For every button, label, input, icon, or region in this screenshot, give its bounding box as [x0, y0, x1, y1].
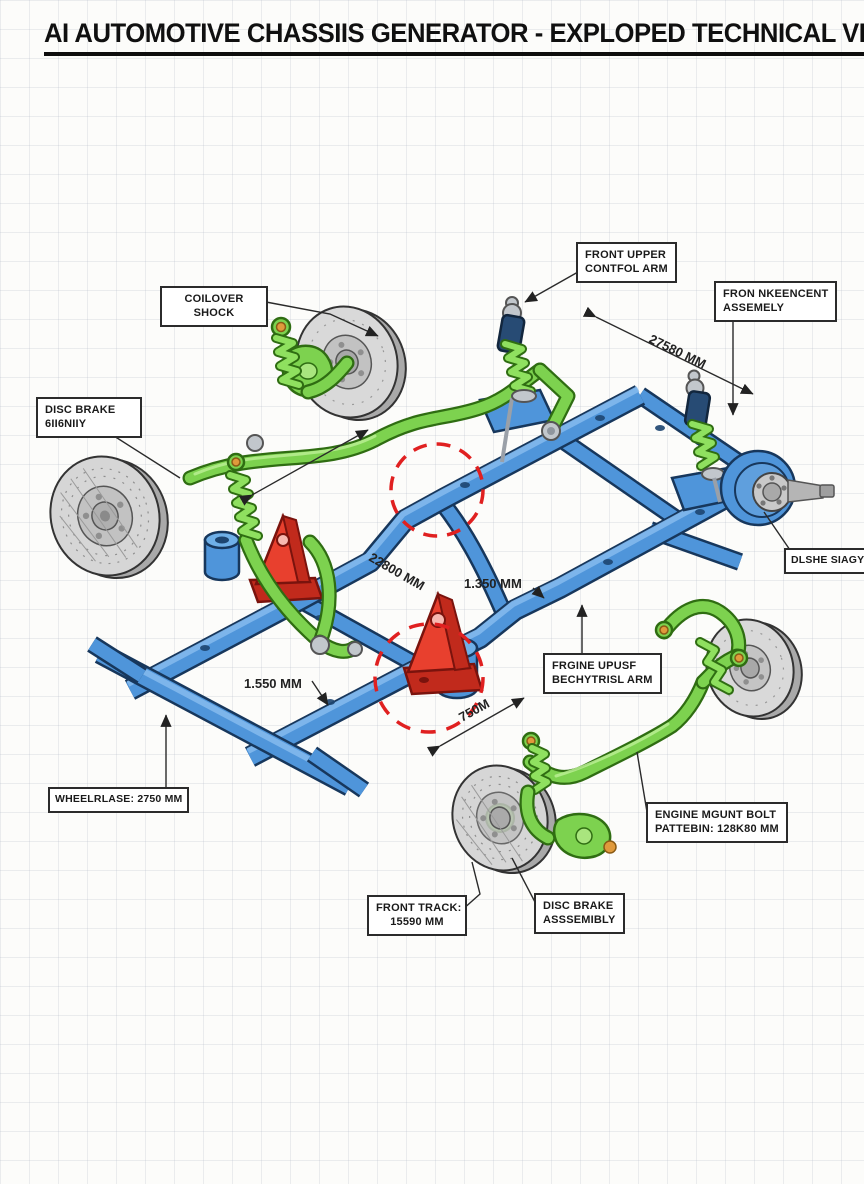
engine-mount-bracket-right	[402, 590, 484, 696]
leader-disc-bottom	[511, 857, 537, 905]
bushing-orange	[231, 457, 241, 467]
dim-arrow-left	[238, 429, 369, 506]
annotation-lines	[113, 271, 791, 911]
leader-front-track	[461, 861, 481, 911]
label-line: ENGINE MGUNT BOLT	[655, 809, 777, 821]
chassis-frame	[87, 385, 768, 798]
label-line: DISC BRAKE	[45, 404, 116, 416]
leader-diff	[763, 511, 791, 551]
bushing-orange	[275, 321, 287, 333]
frame-coilover-front	[496, 296, 537, 463]
label-line: PATTEBIN: 128K80 MM	[655, 823, 779, 836]
label-wheelbase: WHEELRLASE: 2750 MM	[48, 787, 190, 813]
label-line: CONTFOL ARM	[585, 263, 668, 276]
dim-arrow-mount	[426, 697, 525, 757]
label-line: DISC BRAKE	[543, 900, 614, 912]
crossmember-arched	[432, 494, 515, 622]
label-engine-mount-bolt: ENGINE MGUNT BOLT PATTEBIN: 128K80 MM	[646, 802, 788, 843]
bottom-right-suspension	[519, 599, 749, 860]
dim-arrow-rear	[582, 306, 754, 395]
frame-rail-left	[124, 385, 646, 700]
label-disc-brake-bottom: DISC BRAKE ASSSEMIBLY	[534, 893, 625, 934]
crossmember-front-mid	[295, 592, 427, 676]
label-line: BECHYTRISL ARM	[552, 674, 653, 687]
dimension-mount-span: 750M	[456, 696, 492, 725]
leader-cross-rear	[311, 680, 329, 706]
highlight-circle-upper	[389, 442, 485, 538]
leader-cross-front	[531, 585, 545, 599]
bushing-orange	[659, 625, 669, 635]
label-engine-upper-arm: FRGINE UPUSF BECHYTRISL ARM	[543, 653, 662, 694]
leader-disc-left	[113, 435, 181, 479]
label-coilover-shock: COILOVER SHOCK	[160, 286, 268, 327]
body-mount-cylinder-left	[203, 530, 241, 582]
label-disc-brake-left: DISC BRAKE 6II6NIIY	[36, 397, 142, 438]
bushing-orange	[734, 653, 744, 663]
label-front-track: FRONT TRACK: 15590 MM	[367, 895, 467, 936]
label-line: FRON NKEENCENT	[723, 288, 829, 300]
label-line: FRGINE UPUSF	[552, 660, 637, 672]
dimension-cross-front: 1.350 MM	[464, 576, 522, 591]
front-bumper-beam	[87, 636, 370, 798]
disc-rotor-front-left	[49, 455, 169, 580]
leader-coilover	[265, 301, 379, 337]
label-line: DLSHE SIAGY	[791, 554, 864, 566]
label-diff-hub: DLSHE SIAGY	[784, 548, 864, 574]
frame-rail-right	[244, 468, 768, 767]
label-line: COILOVER	[184, 293, 244, 305]
label-line: SHOCK	[193, 307, 235, 320]
label-knuckle-assembly: FRON NKEENCENT ASSEMELY	[714, 281, 838, 322]
front-left-suspension	[182, 316, 576, 659]
bushing-orange	[603, 840, 617, 854]
label-line: FRONT TRACK:	[376, 902, 462, 914]
label-line: FRONT UPPER	[585, 249, 667, 261]
page-title: AI AUTOMOTIVE CHASSIIS GENERATOR - EXPLO…	[44, 18, 864, 56]
diff-hub-assembly	[719, 449, 835, 527]
label-line: WHEELRLASE: 2750 MM	[55, 793, 183, 805]
dimension-cross-rear: 1.550 MM	[244, 676, 302, 691]
label-front-upper-control-arm: FRONT UPPER CONTFOL ARM	[576, 242, 677, 283]
leader-front-upper-arm	[524, 271, 579, 303]
label-line: ASSSEMIBLY	[543, 914, 616, 927]
label-line: 15590 MM	[390, 916, 444, 929]
label-line: ASSEMELY	[723, 302, 785, 315]
crossmember-mid-rear	[552, 429, 684, 528]
dimension-rear-span: 27580 MM	[647, 331, 709, 371]
label-line: 6II6NIIY	[45, 418, 87, 431]
